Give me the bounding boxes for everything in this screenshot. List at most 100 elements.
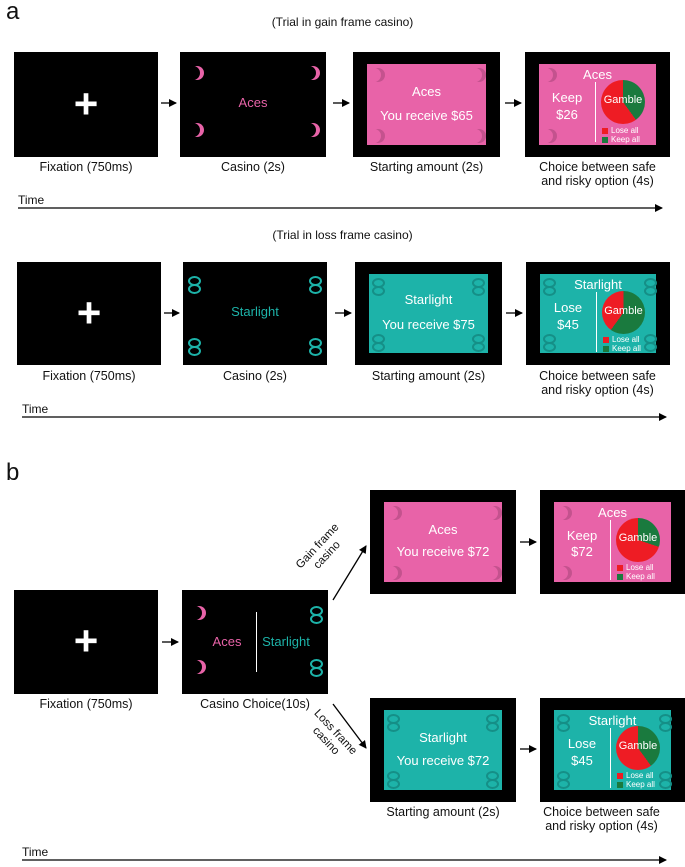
casino-choice-screen: Aces Starlight <box>182 590 328 694</box>
moon-icon <box>186 123 200 137</box>
film-icon <box>187 276 201 294</box>
legend-keep: Keep all <box>617 572 655 581</box>
film-icon <box>309 659 323 677</box>
safe-amount: $45 <box>557 317 579 332</box>
casino-choice-caption: Casino Choice(10s) <box>200 697 310 711</box>
safe-word: Lose <box>567 736 597 751</box>
moon-icon <box>468 129 482 143</box>
time-label: Time <box>18 193 45 207</box>
film-icon <box>386 771 400 789</box>
start-amount: You receive $65 <box>380 108 473 123</box>
film-icon <box>556 771 570 789</box>
time-label: Time <box>22 402 49 416</box>
divider-line <box>610 728 611 788</box>
safe-word: Keep <box>566 528 598 543</box>
legend-lose-text: Lose all <box>626 771 654 780</box>
panel-a-label: a <box>6 0 20 25</box>
choice-screen-loss: Starlight Lose $45 Gamble Lose all Keep … <box>540 698 685 802</box>
legend-lose: Lose all <box>617 771 654 780</box>
casino-name: Starlight <box>231 304 279 319</box>
gain-card: Aces You receive $72 <box>384 502 502 582</box>
choice-caption-line-2: and risky option (4s) <box>545 819 658 834</box>
moon-icon <box>188 660 202 674</box>
gamble-label: Gamble <box>618 532 658 544</box>
moon-icon <box>188 606 202 620</box>
film-icon <box>471 334 485 352</box>
fixation-cross: + <box>76 288 102 336</box>
legend-keep-text: Keep all <box>612 344 641 353</box>
start-amount: You receive $75 <box>382 317 475 332</box>
legend-lose: Lose all <box>617 563 654 572</box>
film-icon <box>542 334 556 352</box>
choice-divider <box>256 612 257 672</box>
divider-line <box>595 82 596 142</box>
safe-amount: $26 <box>556 107 578 122</box>
fixation-screen: + <box>17 262 161 365</box>
gain-card: Aces You receive $65 <box>367 64 486 145</box>
gamble-pie: Gamble <box>602 291 645 334</box>
moon-icon <box>302 66 316 80</box>
legend-keep: Keep all <box>603 344 641 353</box>
film-icon <box>556 714 570 732</box>
film-icon <box>485 771 499 789</box>
gamble-label: Gamble <box>603 94 643 106</box>
moon-icon <box>539 129 553 143</box>
fixation-caption: Fixation (750ms) <box>39 697 133 711</box>
film-icon <box>308 338 322 356</box>
moon-icon <box>384 506 398 520</box>
choice-caption-line-1: Choice between safe <box>539 160 656 174</box>
fixation-caption: Fixation (750ms) <box>39 160 133 174</box>
film-icon <box>187 338 201 356</box>
choice-caption-line-1: Choice between safe <box>543 805 660 819</box>
choice-casino-name: Starlight <box>588 713 637 728</box>
gain-trial-note: (Trial in gain frame casino) <box>271 15 414 29</box>
casino-screen-loss: Starlight <box>183 262 327 365</box>
legend-lose-text: Lose all <box>626 563 654 572</box>
choice-caption: Choice between safe and risky option (4s… <box>518 805 685 834</box>
film-icon <box>371 334 385 352</box>
panel-b-label: b <box>6 459 20 486</box>
legend-keep-swatch <box>617 781 623 788</box>
film-icon <box>658 714 672 732</box>
loss-trial-note: (Trial in loss frame casino) <box>272 228 413 242</box>
legend-lose-swatch <box>617 772 623 779</box>
gamble-label: Gamble <box>618 740 658 752</box>
film-icon <box>658 771 672 789</box>
gamble-pie: Gamble <box>616 518 660 562</box>
film-icon <box>308 276 322 294</box>
start-casino-name: Aces <box>428 522 458 537</box>
safe-amount: $45 <box>571 753 593 768</box>
film-icon <box>371 278 385 296</box>
casino-screen-gain: Aces <box>180 52 326 157</box>
loss-card: Starlight You receive $72 <box>384 710 502 790</box>
loss-choice-card: Starlight Lose $45 Gamble Lose all Keep … <box>554 710 672 790</box>
divider-line <box>596 292 597 352</box>
gamble-pie: Gamble <box>616 726 660 770</box>
legend-lose-text: Lose all <box>611 126 639 135</box>
casino-caption: Casino (2s) <box>223 369 287 383</box>
legend-lose-swatch <box>602 127 608 134</box>
legend-lose: Lose all <box>602 126 639 135</box>
legend-keep-text: Keep all <box>611 135 640 144</box>
moon-icon <box>554 566 568 580</box>
fixation-cross: + <box>73 617 99 665</box>
legend-lose-swatch <box>617 564 623 571</box>
start-casino-name: Aces <box>412 84 441 99</box>
legend-keep-swatch <box>603 345 609 352</box>
moon-icon <box>384 566 398 580</box>
time-label: Time <box>22 845 49 859</box>
start-amount: You receive $72 <box>396 544 490 559</box>
choice-right-casino: Starlight <box>262 634 310 649</box>
moon-icon <box>302 123 316 137</box>
choice-caption: Choice between safe and risky option (4s… <box>510 160 685 189</box>
choice-screen-gain: Aces Keep $26 Gamble Lose all Keep all <box>525 52 670 157</box>
gain-choice-card: Aces Keep $72 Gamble Lose all Keep all <box>554 502 671 582</box>
moon-icon <box>186 66 200 80</box>
choice-screen-loss: Starlight Lose $45 Gamble Lose all Keep … <box>526 262 670 365</box>
film-icon <box>542 278 556 296</box>
gain-choice-card: Aces Keep $26 Gamble Lose all Keep all <box>539 64 656 145</box>
start-casino-name: Starlight <box>419 730 467 745</box>
starting-amount-screen-gain: Aces You receive $72 <box>370 490 516 594</box>
moon-icon <box>468 68 482 82</box>
choice-casino-name: Aces <box>583 67 612 82</box>
